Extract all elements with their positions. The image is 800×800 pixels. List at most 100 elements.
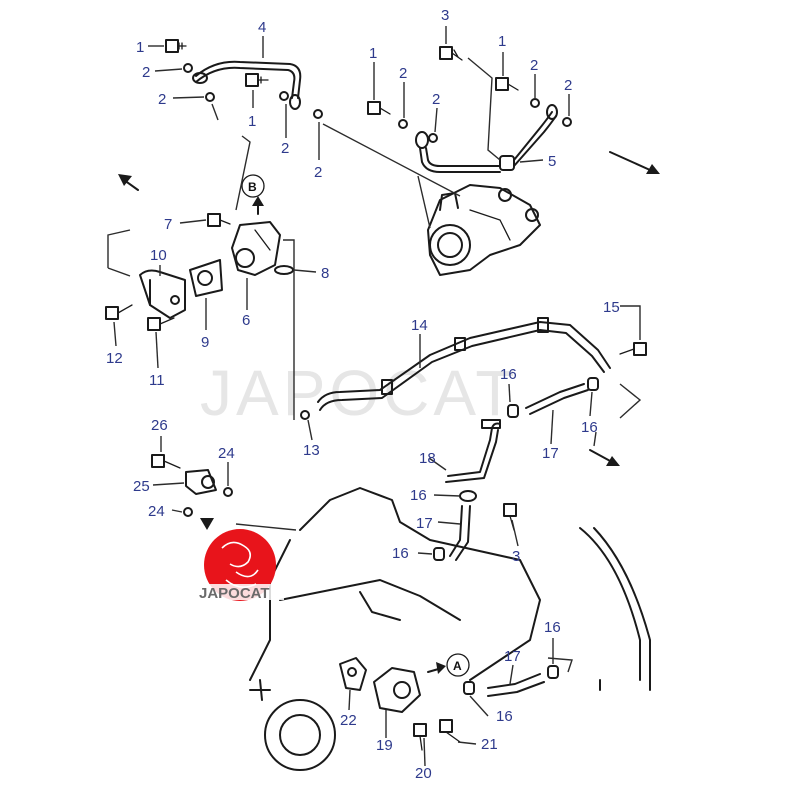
thermostat-9: [189, 259, 223, 297]
washer-2-a: [183, 63, 193, 73]
clamp-16-mid: [459, 490, 477, 502]
o-ring-24-a: [223, 487, 233, 497]
bolt-1-right: [495, 77, 519, 91]
ref-circle-b: B: [241, 174, 265, 198]
callout-21: 21: [481, 736, 498, 753]
callout-25: 25: [133, 478, 150, 495]
callout-22: 22: [340, 712, 357, 729]
engine-block: [249, 487, 651, 771]
callout-24: 24: [218, 445, 235, 462]
callout-24: 24: [148, 503, 165, 520]
callout-14: 14: [411, 317, 428, 334]
callout-2: 2: [564, 77, 572, 94]
clamp-16-mid-b: [433, 547, 445, 561]
clamp-16-low-a: [463, 681, 475, 695]
leader-lines: [107, 26, 642, 767]
clamp-16-low-b: [547, 665, 559, 679]
bolt-26: [151, 454, 181, 469]
arrow-to-a: [427, 662, 446, 674]
callout-17: 17: [416, 515, 433, 532]
arrow-up-left: [118, 174, 139, 191]
callout-18: 18: [419, 450, 436, 467]
hose-17-mid: [449, 505, 471, 561]
callout-11: 11: [149, 372, 165, 389]
ref-a-label: A: [453, 659, 462, 673]
water-outlet-housing: [427, 184, 541, 276]
clamp-16-upper-a: [507, 404, 519, 418]
washer-2-d: [313, 109, 323, 119]
callout-3: 3: [441, 7, 449, 24]
callout-2: 2: [158, 91, 166, 108]
callout-2: 2: [399, 65, 407, 82]
callout-6: 6: [242, 312, 250, 329]
o-ring-24-b: [183, 507, 193, 517]
callout-10: 10: [150, 247, 167, 264]
bolt-3-mid: [503, 503, 517, 531]
japocat-logo: JAPOCAT: [196, 529, 284, 602]
washer-2-h: [562, 117, 572, 127]
callout-9: 9: [201, 334, 209, 351]
ref-b-label: B: [248, 180, 257, 194]
callout-2: 2: [281, 140, 289, 157]
hose-17-low: [487, 673, 545, 697]
callout-5: 5: [548, 153, 556, 170]
callout-16: 16: [500, 366, 517, 383]
water-inlet-6: [231, 221, 281, 276]
callout-1: 1: [369, 45, 377, 62]
gasket-22: [339, 657, 367, 691]
callout-8: 8: [321, 265, 329, 282]
callout-1: 1: [136, 39, 144, 56]
watermark-text: JAPOCAT: [200, 357, 518, 429]
arrow-down-left: [200, 518, 214, 530]
callout-16: 16: [544, 619, 561, 636]
union-25: [185, 469, 217, 495]
callout-labels: 1 1 1 1 2 2 2 2 2 2 2 2 3 3 4 5 6 7 8 9 …: [106, 7, 620, 782]
bolt-12: [105, 304, 133, 320]
ref-circle-a: A: [446, 653, 470, 677]
water-pipe-19: [373, 667, 421, 713]
callout-16: 16: [581, 419, 598, 436]
callout-13: 13: [303, 442, 320, 459]
hose-17-upper: [525, 383, 589, 415]
bolt-1-center: [245, 73, 269, 87]
callout-26: 26: [151, 417, 168, 434]
o-ring-8: [274, 265, 294, 275]
callout-1: 1: [498, 33, 506, 50]
callout-3: 3: [512, 548, 520, 565]
callout-19: 19: [376, 737, 393, 754]
callout-17: 17: [504, 648, 521, 665]
callout-4: 4: [258, 19, 266, 36]
callout-2: 2: [530, 57, 538, 74]
bolt-3-top: [439, 46, 463, 61]
water-outlet-10: [139, 269, 186, 319]
pipe-18: [445, 419, 501, 483]
bolt-1-top-left: [165, 39, 187, 53]
pipe-5: [415, 104, 558, 173]
washer-2-g: [530, 98, 540, 108]
bolt-7: [207, 213, 231, 227]
bolt-11: [147, 317, 175, 331]
pipe-14: [317, 317, 611, 411]
bolt-15: [619, 342, 647, 356]
logo-text: JAPOCAT: [199, 585, 270, 602]
arrow-right-top: [609, 151, 660, 174]
callout-16: 16: [410, 487, 427, 504]
bolt-1-mid: [367, 101, 391, 115]
bolt-21: [439, 719, 461, 743]
washer-2-e: [398, 119, 408, 129]
callout-16: 16: [392, 545, 409, 562]
arrow-right-mid: [589, 449, 620, 466]
callout-17: 17: [542, 445, 559, 462]
callout-1: 1: [248, 113, 256, 130]
callout-7: 7: [164, 216, 172, 233]
arrow-up-b: [252, 196, 264, 215]
callout-12: 12: [106, 350, 123, 367]
callout-20: 20: [415, 765, 432, 782]
o-ring-13: [300, 410, 310, 420]
washer-2-c: [279, 91, 289, 101]
washer-2-b: [205, 92, 215, 102]
washer-2-f: [428, 133, 438, 143]
callout-2: 2: [142, 64, 150, 81]
